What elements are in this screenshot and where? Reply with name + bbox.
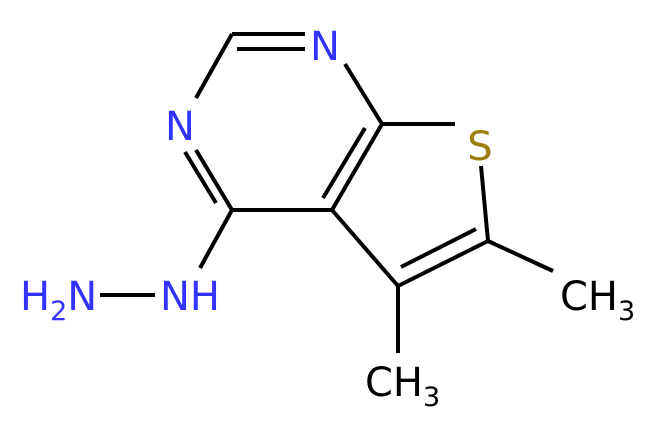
- atom-label-sulfur: S: [467, 124, 492, 170]
- bond-c7a-c4a-inner: [321, 126, 367, 200]
- bond-c6-c5: [397, 239, 489, 288]
- methyl-bottom-ch: CH: [365, 360, 423, 406]
- bond-n3-c7a: [343, 62, 384, 126]
- atom-label-nh: NH: [160, 274, 220, 320]
- bond-c7a-c4a-outer: [330, 122, 384, 212]
- pyrimidine-ring: [183, 32, 384, 212]
- atom-label-methyl-bottom: CH3: [365, 360, 440, 413]
- atom-label-methyl-right: CH3: [560, 274, 635, 327]
- thiophene-ring: [330, 122, 490, 288]
- h2n-subscript: 2: [50, 296, 67, 327]
- bond-c4-n1-double: [183, 150, 218, 205]
- bond-s-c6: [479, 165, 490, 242]
- methyl-right-ch: CH: [560, 274, 618, 320]
- atom-label-n-top: N: [310, 24, 340, 70]
- atom-label-h2n: H2N: [20, 274, 97, 327]
- bond-c6-methyl: [487, 239, 554, 273]
- bond-c4-nh: [198, 209, 234, 269]
- methyl-bottom-subscript: 3: [423, 382, 440, 413]
- bond-c5-c4a: [330, 208, 400, 288]
- substituent-bonds: [100, 209, 554, 353]
- h2n-nitrogen: N: [67, 274, 97, 320]
- bond-c6-c5-double: [400, 227, 477, 269]
- bond-c4-n1: [194, 148, 234, 212]
- atom-label-n-left: N: [165, 104, 195, 150]
- h2n-hydrogen: H: [20, 274, 50, 320]
- methyl-right-subscript: 3: [618, 296, 635, 327]
- bond-n1-c2: [194, 33, 234, 99]
